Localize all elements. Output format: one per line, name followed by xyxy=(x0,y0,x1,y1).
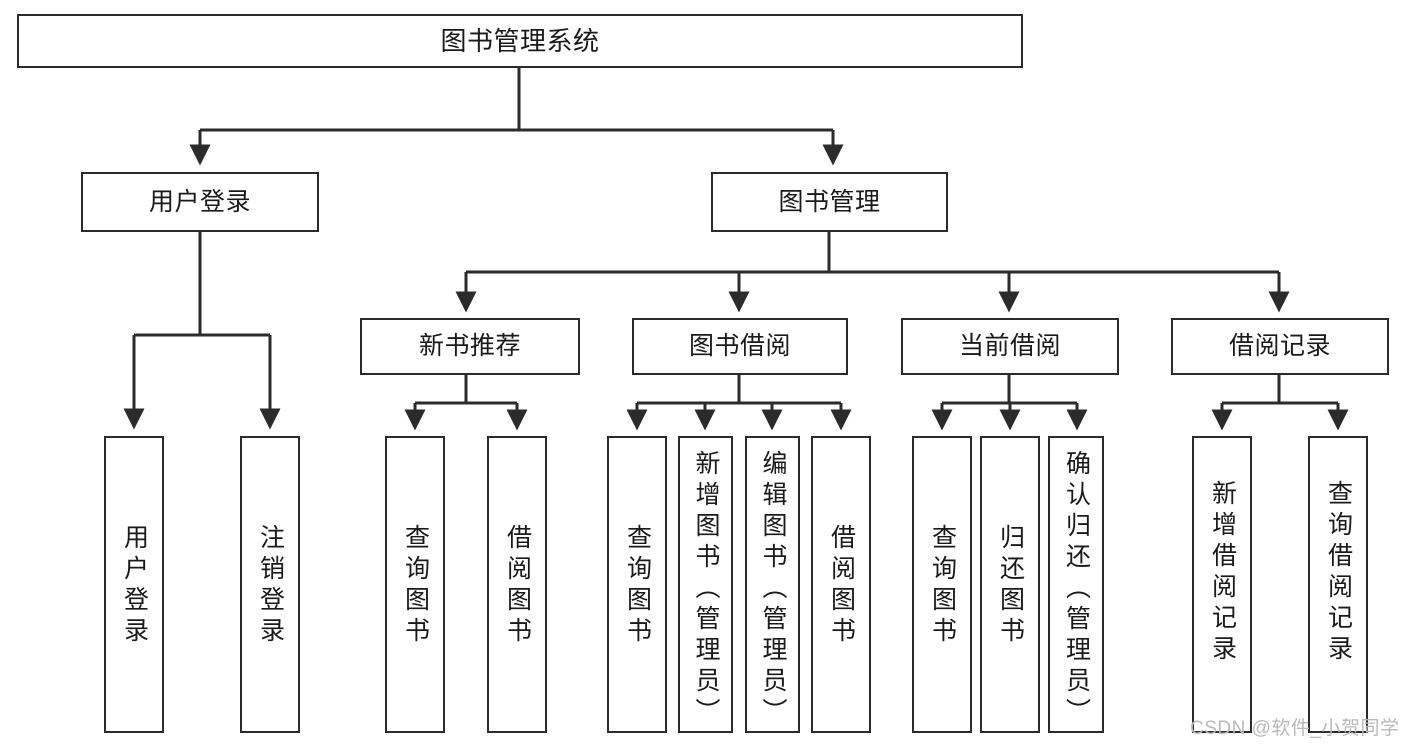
node-label: 查询图书 xyxy=(623,524,652,648)
node-leaf-return-book[interactable]: 归还图书 xyxy=(980,436,1040,733)
node-leaf-confirm-return[interactable]: 确认归还（管理员） xyxy=(1048,436,1104,733)
node-label: 图书借阅 xyxy=(688,332,791,360)
node-leaf-edit-book[interactable]: 编辑图书（管理员） xyxy=(745,436,800,733)
node-leaf-borrow-book-borrow[interactable]: 借阅图书 xyxy=(811,436,871,733)
node-book-manage[interactable]: 图书管理 xyxy=(711,172,948,232)
node-label: 编辑图书（管理员） xyxy=(759,450,787,729)
node-leaf-borrow-book-new-recommend[interactable]: 借阅图书 xyxy=(487,436,547,733)
node-leaf-add-book[interactable]: 新增图书（管理员） xyxy=(678,436,733,733)
node-leaf-logout-login[interactable]: 注销登录 xyxy=(240,436,300,733)
node-current-borrow[interactable]: 当前借阅 xyxy=(901,318,1119,375)
node-borrow-record[interactable]: 借阅记录 xyxy=(1171,318,1389,375)
node-label: 借阅图书 xyxy=(503,524,532,648)
node-label: 用户登录 xyxy=(148,187,251,216)
node-leaf-query-book-new-recommend[interactable]: 查询图书 xyxy=(385,436,445,733)
node-user-login[interactable]: 用户登录 xyxy=(81,172,319,232)
node-label: 借阅图书 xyxy=(827,524,856,648)
node-label: 查询借阅记录 xyxy=(1324,480,1353,666)
node-label: 当前借阅 xyxy=(958,332,1061,360)
node-book-borrow[interactable]: 图书借阅 xyxy=(632,318,848,375)
node-label: 确认归还（管理员） xyxy=(1062,450,1091,729)
node-root-book-management-system[interactable]: 图书管理系统 xyxy=(17,14,1023,68)
node-leaf-query-borrow-record[interactable]: 查询借阅记录 xyxy=(1308,436,1368,733)
node-label: 借阅记录 xyxy=(1228,332,1331,360)
node-label: 新增图书（管理员） xyxy=(692,450,720,729)
node-label: 查询图书 xyxy=(928,524,957,648)
node-label: 图书管理系统 xyxy=(440,26,600,56)
node-label: 图书管理 xyxy=(778,187,881,216)
node-label: 用户登录 xyxy=(120,524,149,648)
node-label: 注销登录 xyxy=(256,524,285,648)
node-leaf-add-borrow-record[interactable]: 新增借阅记录 xyxy=(1192,436,1252,733)
node-label: 新增借阅记录 xyxy=(1208,480,1237,666)
node-new-book-recommend[interactable]: 新书推荐 xyxy=(360,318,580,375)
node-label: 归还图书 xyxy=(996,524,1025,648)
node-leaf-user-login[interactable]: 用户登录 xyxy=(104,436,164,733)
node-leaf-query-book-borrow[interactable]: 查询图书 xyxy=(607,436,667,733)
node-label: 查询图书 xyxy=(401,524,430,648)
watermark: CSDN @软件_小贺同学 xyxy=(1190,718,1400,739)
node-leaf-query-book-current[interactable]: 查询图书 xyxy=(912,436,972,733)
node-label: 新书推荐 xyxy=(418,332,521,360)
